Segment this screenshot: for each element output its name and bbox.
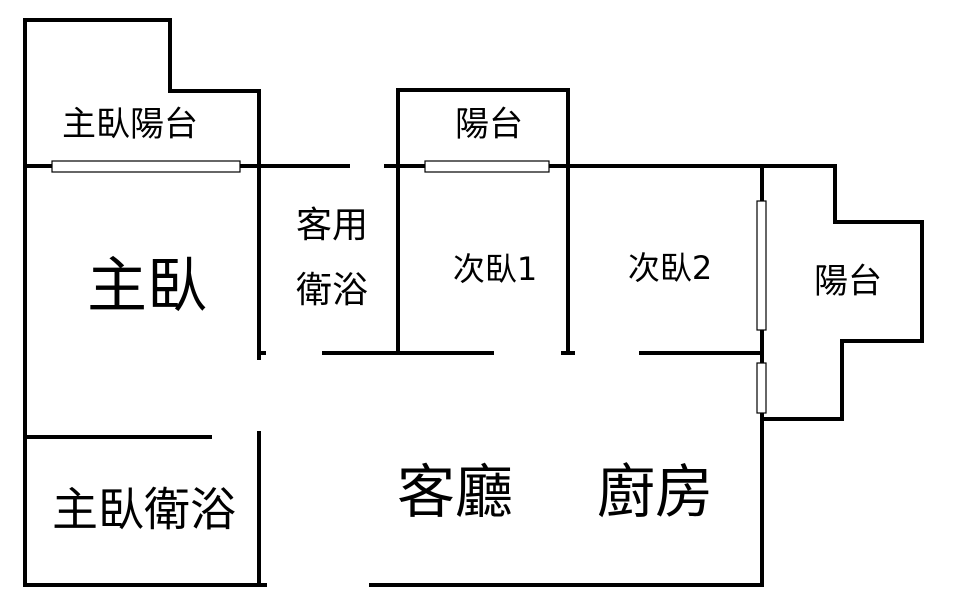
label-balcony-right: 陽台 [814,262,882,302]
right-balcony-wall [760,164,924,421]
label-master-bath: 主臥衛浴 [52,483,236,537]
label-kitchen: 廚房 [597,458,713,526]
window-top-balcony [424,160,550,173]
label-living-room: 客廳 [397,458,513,526]
label-guest-bath-1: 客用 [296,205,368,246]
label-guest-bath-2: 衛浴 [296,270,368,311]
label-bedroom-2: 次臥1 [453,250,537,288]
window-east-lower [756,362,767,414]
room-labels: 主臥陽台 陽台 主臥 客用 衛浴 次臥1 次臥2 陽台 主臥衛浴 客廳 廚房 [52,105,882,537]
label-master-balcony: 主臥陽台 [62,105,198,145]
label-master-bedroom: 主臥 [87,252,207,322]
windows [51,160,767,414]
window-master-balcony [51,160,241,173]
walls [23,18,924,587]
master-balcony-wall [23,18,261,587]
window-east-upper [756,200,767,331]
label-bedroom-3: 次臥2 [628,249,712,287]
top-balcony-wall [396,88,570,354]
label-balcony-top: 陽台 [455,105,523,145]
